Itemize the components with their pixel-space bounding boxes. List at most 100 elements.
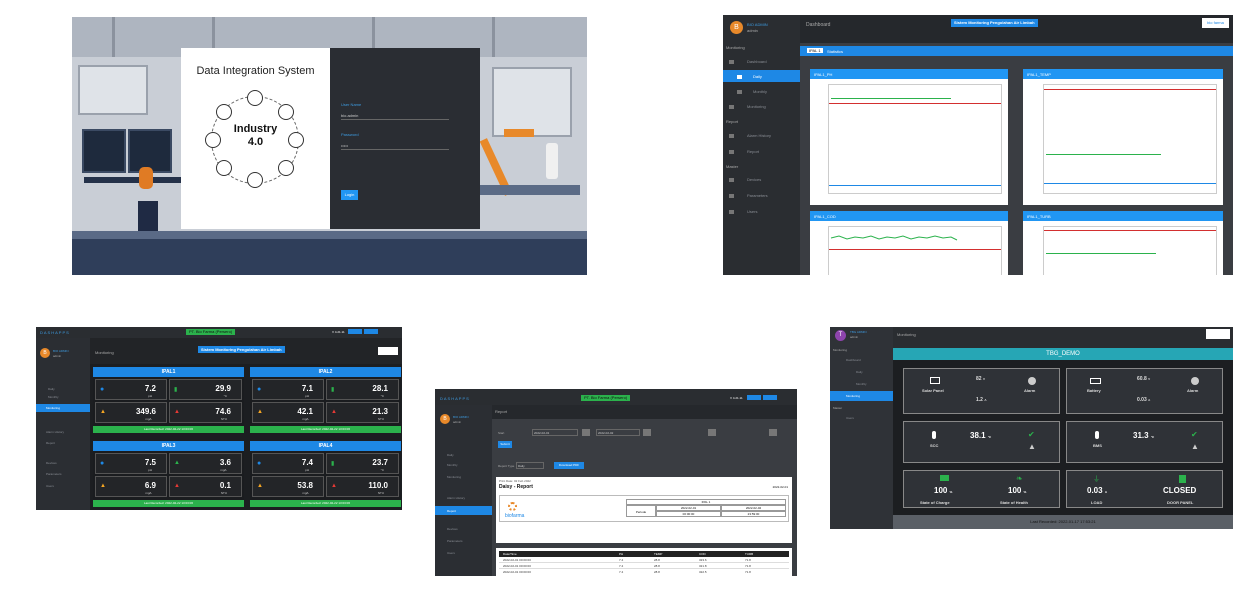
nav-dashboard[interactable]: Dashboard: [846, 358, 861, 362]
logo-text: biofarma: [505, 513, 525, 519]
time-end: 23:59:00: [721, 511, 786, 517]
col-header: TURB: [745, 552, 754, 556]
temp-unit: °C: [380, 468, 384, 472]
nav-parameters[interactable]: Parameters: [729, 193, 768, 198]
col-header: TEMP: [654, 552, 663, 556]
nav-monthly[interactable]: Monthly: [856, 382, 867, 386]
brand: DASHAPPS: [440, 396, 470, 401]
temp-value: 29.9: [215, 384, 231, 393]
soh-value: 100 %: [1008, 486, 1027, 495]
truss: [492, 17, 495, 57]
turb-value: 21.3: [372, 407, 388, 416]
nav-daily[interactable]: Daily: [856, 370, 863, 374]
drop-icon: ●: [100, 386, 105, 393]
nav-monthly[interactable]: Monthly: [447, 463, 458, 467]
end-date-input[interactable]: 2022-02-02: [596, 429, 640, 436]
battery-label: Battery: [1087, 388, 1101, 393]
clock-icon[interactable]: [769, 429, 777, 436]
nav-monthly[interactable]: Monthly: [737, 89, 767, 94]
industry-label: Industry 4.0: [233, 123, 278, 148]
nav-alarm-history[interactable]: Alarm History: [729, 133, 771, 138]
report-type-label: Report Type: [498, 464, 515, 468]
nav-alarm-history[interactable]: Alarm History: [447, 496, 466, 500]
period-label: Periode: [626, 505, 656, 517]
time-start: 00:00:00: [656, 511, 721, 517]
nav-devices[interactable]: Devices: [46, 461, 57, 465]
window: [78, 65, 148, 115]
truss: [112, 17, 115, 57]
ipal-title: IPAL4: [250, 441, 401, 451]
submit-button[interactable]: Submit: [498, 441, 512, 448]
header-button[interactable]: [364, 329, 378, 334]
clock-icon[interactable]: [708, 429, 716, 436]
nav-parameters[interactable]: Parameters: [447, 539, 463, 543]
avatar: B: [730, 21, 743, 34]
header-button[interactable]: [348, 329, 362, 334]
floor: [72, 239, 587, 275]
plant-badge: PT. Bio Farma (Persero): [581, 395, 631, 401]
ph-value: 7.5: [144, 458, 156, 467]
document-icon: [205, 132, 221, 148]
calendar-icon[interactable]: [643, 429, 651, 436]
robot-arm-illustration: [504, 129, 534, 137]
nav-report[interactable]: Report: [729, 149, 759, 154]
report-title: Daisy - Report: [499, 484, 533, 490]
nav-dashboard[interactable]: Dashboard: [729, 59, 767, 64]
cod-value: 42.1: [297, 407, 313, 416]
floor-deck: [72, 231, 587, 241]
header-button[interactable]: [763, 395, 777, 400]
nav-daily[interactable]: Daily: [447, 453, 454, 457]
flask-icon: ▲: [100, 483, 106, 489]
download-pdf-button[interactable]: Download PDF: [554, 462, 584, 469]
username-field[interactable]: bio.admin: [341, 113, 449, 120]
truss: [212, 17, 215, 57]
password-field[interactable]: •••••: [341, 143, 449, 150]
load-value: 0.03 A: [1087, 486, 1107, 495]
nav-users[interactable]: Users: [46, 484, 54, 488]
start-date-input[interactable]: 2022-02-01: [532, 429, 578, 436]
nav-devices[interactable]: Devices: [729, 177, 761, 182]
ph-value: 7.4: [301, 458, 313, 467]
ipal-badge[interactable]: IPAL 1: [807, 48, 823, 53]
report-type-select[interactable]: Daily: [516, 462, 544, 469]
robot-icon: [247, 90, 263, 106]
soh-label: State of Health: [1000, 500, 1029, 505]
limit-line: [1044, 183, 1216, 184]
nav-monthly[interactable]: Monthly: [48, 395, 59, 399]
dashboard-screenshot: B BIO ADMIN admin Monitoring Dashboard D…: [723, 15, 1233, 275]
nav-monitoring[interactable]: Monitoring: [447, 475, 462, 479]
user-name: BIO ADMIN: [453, 415, 469, 419]
nav-users[interactable]: Users: [846, 416, 854, 420]
nav-devices[interactable]: Devices: [447, 527, 458, 531]
solar-panel-card: Solar Panel 82 V 1.2 A Alarm: [903, 368, 1060, 414]
temp-value: 23.7: [372, 458, 388, 467]
report-date: 2022-02-01: [772, 485, 788, 489]
nav-daily[interactable]: Daily: [48, 387, 55, 391]
cod-unit: mg/L: [302, 417, 309, 421]
cod-value: 6.9: [144, 481, 156, 490]
nav-report[interactable]: Report: [46, 441, 56, 445]
nav-users[interactable]: Users: [447, 551, 455, 555]
nav-users[interactable]: Users: [729, 209, 757, 214]
login-button[interactable]: Login: [341, 190, 358, 200]
nav-monitoring[interactable]: Monitoring: [729, 104, 766, 109]
main-area: IPAL 1 Statistics IPAL1_PH IPAL1_TEMP IP…: [800, 43, 1233, 275]
nav-monitoring[interactable]: Monitoring: [36, 404, 90, 412]
nav-report[interactable]: Report: [435, 506, 492, 515]
temp-cell: ▮23.7°C: [326, 453, 399, 474]
header-button[interactable]: [747, 395, 761, 400]
nav-alarm-history[interactable]: Alarm History: [46, 430, 65, 434]
nav-parameters[interactable]: Parameters: [46, 472, 62, 476]
nav-daily[interactable]: Daily: [723, 70, 800, 82]
page-title: Monitoring: [95, 350, 114, 355]
turb-unit: NTU: [220, 491, 227, 495]
leaf-icon: ❧: [1016, 474, 1023, 483]
solar-panel-icon: [930, 377, 940, 384]
nav-monitoring[interactable]: Monitoring: [830, 391, 893, 401]
load-label: LOAD: [1091, 500, 1103, 505]
calendar-icon[interactable]: [582, 429, 590, 436]
